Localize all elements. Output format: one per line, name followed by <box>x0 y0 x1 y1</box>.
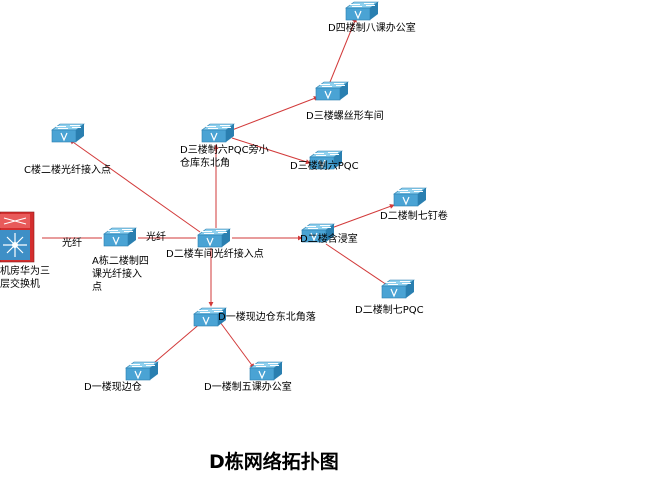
a-building-label: 课光纤接入 <box>92 267 142 280</box>
link-soak-pqc7 <box>325 243 391 288</box>
d3-pqc-warehouse-label: D三楼制六PQC旁小 <box>180 143 269 156</box>
d3-pqc-label: D三楼制六PQC <box>290 159 359 172</box>
d3-pqc-warehouse-label: 仓库东北角 <box>180 156 230 169</box>
d1-warehouse-ne-label: D一楼现边仓东北角落 <box>218 310 316 323</box>
d3-thread-label: D三楼螺丝形车间 <box>306 109 384 122</box>
link-label-fiber: 光纤 <box>146 230 166 243</box>
switch-icon <box>197 228 231 248</box>
switch-icon <box>51 123 85 143</box>
link-soak-nail <box>325 204 395 231</box>
link-thread-d4 <box>327 17 357 88</box>
a-building-label: 点 <box>92 281 102 293</box>
link-d3-thread <box>231 96 319 131</box>
diagram-title: D栋网络拓扑图 <box>209 450 339 473</box>
d4-office-label: D四楼制八课办公室 <box>328 21 416 34</box>
core-switch-label-1: 机房华为三 <box>0 264 50 277</box>
core-switch-label-2: 层交换机 <box>0 277 40 290</box>
d1-office5-label: D一楼制五课办公室 <box>204 380 292 393</box>
core-router-icon <box>0 211 35 263</box>
link-d1ne-warehouse <box>147 321 203 369</box>
switch-icon <box>103 227 137 247</box>
switch-icon <box>249 361 283 381</box>
link-d1ne-office5 <box>219 321 255 369</box>
switch-icon <box>381 279 415 299</box>
d2-soak-label: D二楼含浸室 <box>300 232 358 245</box>
switch-icon <box>201 123 235 143</box>
d1-warehouse-label: D一楼现边仓 <box>84 380 142 393</box>
link-d3-d3pqc <box>231 137 311 165</box>
links <box>42 17 395 369</box>
d2-nail-label: D二楼制七钉卷 <box>380 209 448 222</box>
switch-icon <box>315 81 349 101</box>
switch-icon <box>345 1 379 21</box>
link-label-fiber: 光纤 <box>62 236 82 249</box>
d2-pqc7-label: D二楼制七PQC <box>355 303 424 316</box>
c-building-label: C楼二楼光纤接入点 <box>24 163 111 176</box>
link-d2center-c <box>69 139 201 233</box>
d2-center-label: D二楼车间光纤接入点 <box>166 247 264 260</box>
a-building-label: A栋二楼制四 <box>92 254 149 267</box>
switch-icon <box>125 361 159 381</box>
switch-icon <box>393 187 427 207</box>
